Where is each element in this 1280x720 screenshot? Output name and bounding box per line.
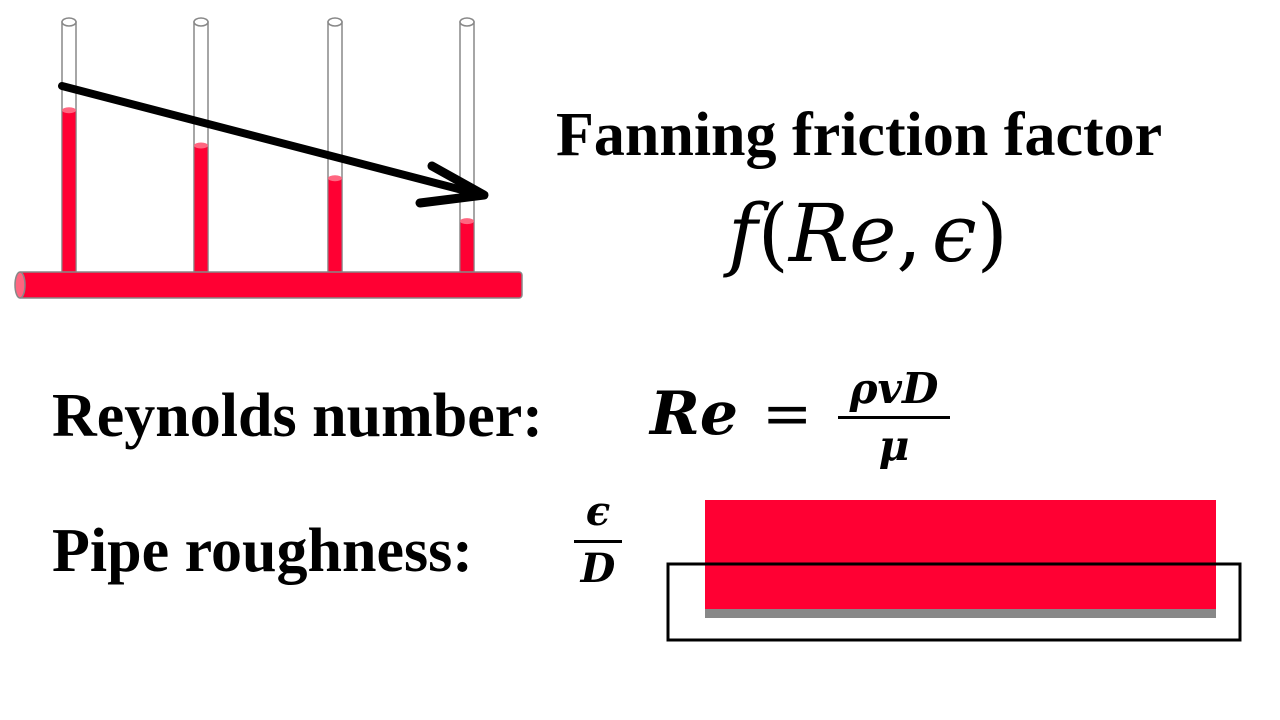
fluid-meniscus [460, 218, 474, 225]
tube-opening [327, 17, 343, 27]
reynolds-fraction: ρvD μ [838, 368, 950, 467]
arrow-shaft [58, 82, 474, 196]
fluid-meniscus [62, 107, 76, 114]
reynolds-denominator: μ [878, 421, 910, 470]
roughness-outline-box [666, 562, 1242, 642]
tube-opening [193, 17, 209, 27]
reynolds-label: Reynolds number: [52, 382, 543, 450]
pressure-drop-arrow [58, 82, 489, 208]
horizontal-pipe [14, 271, 523, 299]
fluid-block [705, 500, 1216, 609]
roughness-fraction: ϵ D [574, 492, 622, 589]
roughness-label: Pipe roughness: [52, 517, 473, 585]
tube-opening [61, 17, 77, 27]
fluid-column [61, 109, 77, 275]
arg-epsilon: ϵ [931, 187, 977, 280]
equals-sign: = [762, 379, 813, 449]
fluid-meniscus [194, 142, 208, 149]
friction-factor-expression: f(Re,ϵ) [728, 194, 1008, 275]
roughness-denominator: D [580, 545, 616, 592]
tube-opening [459, 17, 475, 27]
fraction-bar [838, 416, 950, 419]
pipe-inlet-end [14, 271, 26, 299]
piezometer-tubes [61, 17, 475, 275]
fluid-column [327, 177, 343, 275]
fraction-bar [574, 540, 622, 543]
arrow-head [415, 161, 489, 208]
heading-fanning-friction-factor: Fanning friction factor [556, 101, 1163, 169]
roughness-illustration [666, 500, 1242, 642]
arg-reynolds: Re [788, 187, 897, 280]
roughness-numerator: ϵ [585, 488, 611, 535]
fluid-meniscus [328, 175, 342, 182]
open-paren: ( [757, 187, 789, 280]
fluid-column [459, 220, 475, 275]
reynolds-numerator: ρvD [849, 364, 939, 413]
reynolds-symbol: Re [650, 379, 739, 449]
fluid-column [193, 144, 209, 275]
comma: , [896, 187, 922, 280]
function-name: f [728, 187, 758, 280]
pipe-body [17, 271, 523, 299]
close-paren: ) [976, 187, 1008, 280]
